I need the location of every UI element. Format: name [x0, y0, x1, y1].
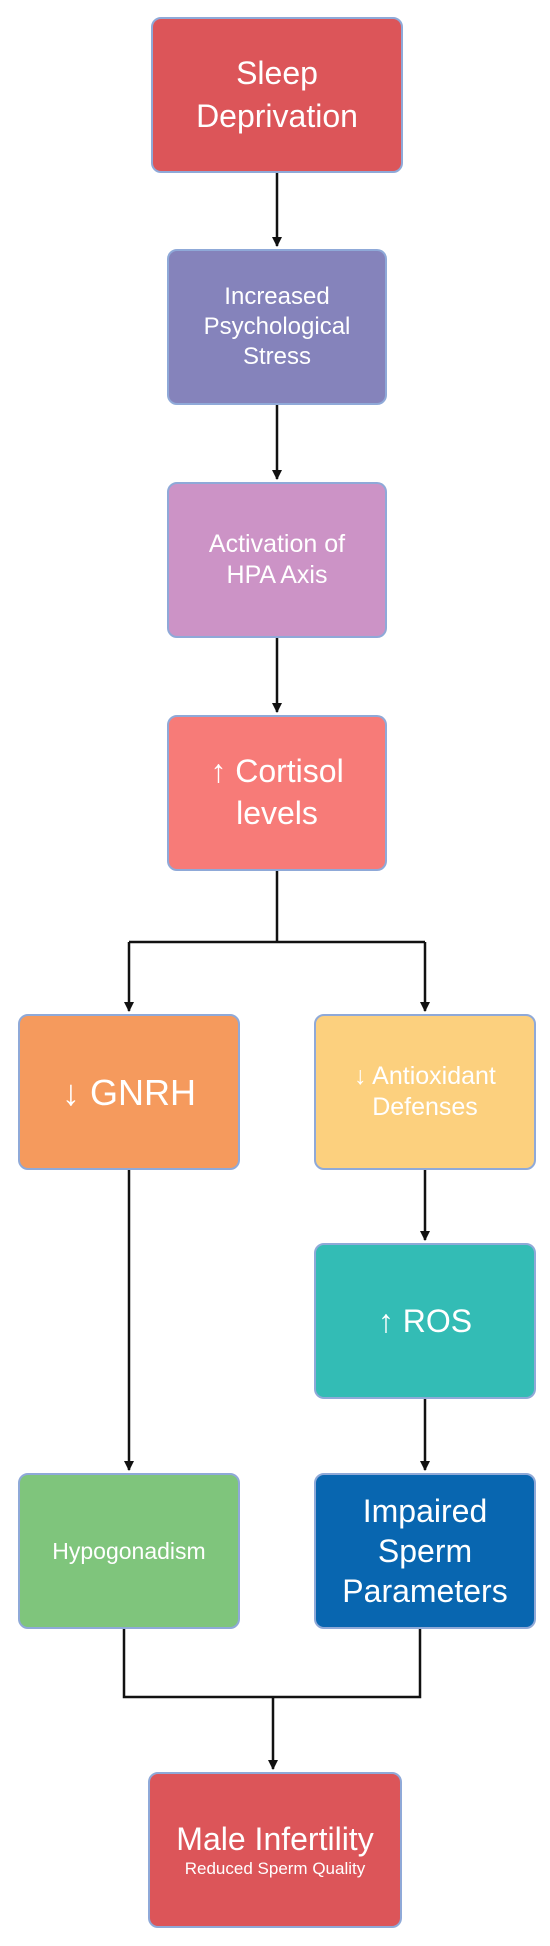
antioxidant-line-1: ↓ Antioxidant: [354, 1061, 496, 1090]
sleep-deprivation-line-2: Deprivation: [196, 98, 358, 134]
sperm-line-1: Impaired: [362, 1493, 488, 1529]
antioxidant-defenses-box: ↓ Antioxidant Defenses: [314, 1014, 536, 1170]
gnrh-label: ↓ GNRH: [62, 1071, 196, 1113]
cortisol-line-1: ↑ Cortisol: [210, 753, 344, 790]
male-infertility-box: Male Infertility Reduced Sperm Quality: [148, 1772, 402, 1928]
sperm-line-3: Parameters: [342, 1573, 508, 1609]
cortisol-levels-box: ↑ Cortisol levels: [167, 715, 387, 871]
hypogonadism-label: Hypogonadism: [52, 1537, 206, 1564]
male-infertility-title: Male Infertility: [176, 1820, 374, 1857]
hpa-axis-line-1: Activation of: [208, 529, 346, 558]
psychological-stress-line-2: Psychological: [203, 313, 351, 340]
connector-merge: [122, 1629, 422, 1699]
sleep-deprivation-box: Sleep Deprivation: [151, 17, 403, 173]
hypogonadism-box: Hypogonadism: [18, 1473, 240, 1629]
ros-label: ↑ ROS: [377, 1303, 473, 1339]
psychological-stress-box: Increased Psychological Stress: [167, 249, 387, 405]
connector-cortisol-split: [129, 871, 425, 944]
cortisol-line-2: levels: [236, 795, 318, 831]
sleep-deprivation-line-1: Sleep: [236, 54, 318, 91]
psychological-stress-line-1: Increased: [224, 283, 330, 310]
impaired-sperm-parameters-box: Impaired Sperm Parameters: [314, 1473, 536, 1629]
male-infertility-subtitle: Reduced Sperm Quality: [184, 1859, 366, 1879]
ros-box: ↑ ROS: [314, 1243, 536, 1399]
hpa-axis-line-2: HPA Axis: [226, 561, 328, 589]
hpa-axis-box: Activation of HPA Axis: [167, 482, 387, 638]
antioxidant-line-2: Defenses: [372, 1093, 478, 1121]
gnrh-box: ↓ GNRH: [18, 1014, 240, 1170]
sperm-line-2: Sperm: [377, 1533, 473, 1569]
psychological-stress-line-3: Stress: [242, 343, 311, 370]
